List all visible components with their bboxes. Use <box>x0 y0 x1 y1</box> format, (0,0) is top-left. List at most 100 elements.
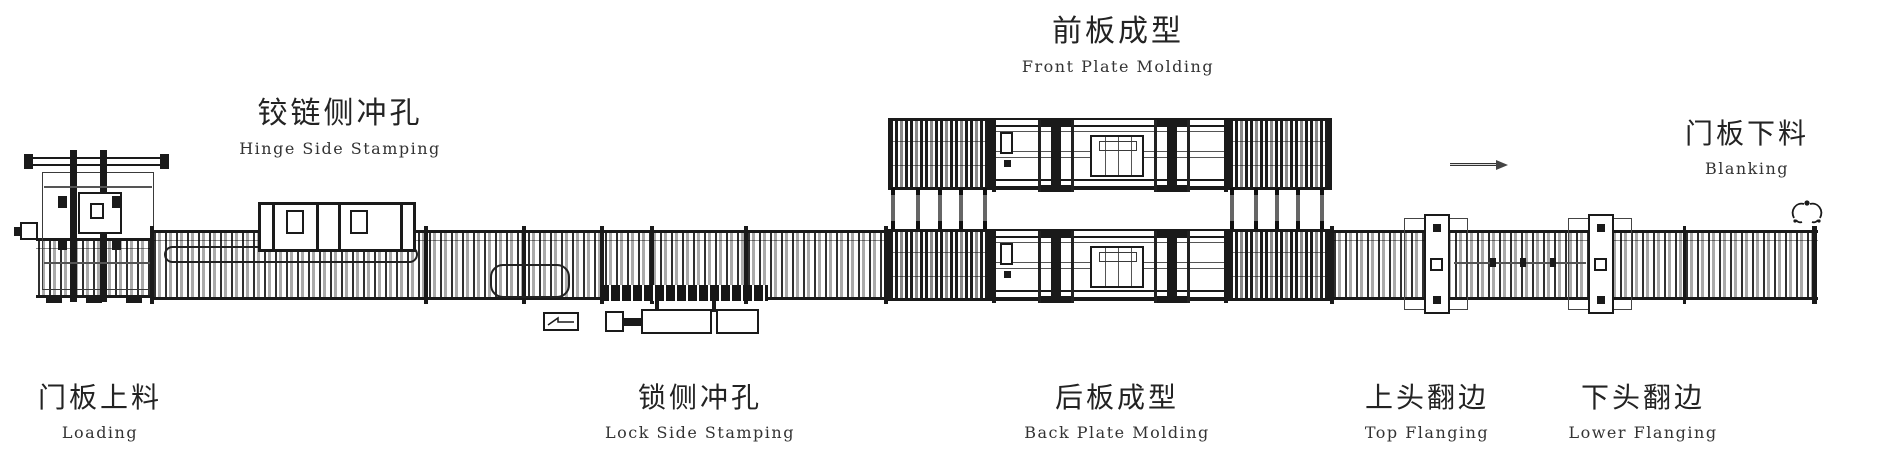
back-plate-molding-en: Back Plate Molding <box>1024 423 1210 442</box>
clamp-pad <box>58 196 67 208</box>
conveyor-post <box>600 226 604 304</box>
label-top-flanging: 上头翻边 Top Flanging <box>1327 376 1527 442</box>
track-tick <box>1550 258 1556 267</box>
die-rib <box>1131 248 1132 286</box>
label-hinge-side-stamping: 铰链侧冲孔 Hinge Side Stamping <box>190 88 490 158</box>
lock-punch-tooling <box>600 285 768 301</box>
transfer-rod <box>916 188 920 229</box>
label-front-plate-molding: 前板成型 Front Plate Molding <box>968 6 1268 76</box>
clamp-symbol-icon <box>1788 198 1826 226</box>
transfer-rod <box>1254 188 1258 229</box>
conveyor-post <box>424 226 428 304</box>
top-flanging-zh: 上头翻边 <box>1364 381 1489 414</box>
clamp-pad <box>112 196 121 208</box>
crossbar-endcap-right <box>160 154 169 169</box>
hinge-machine-mullion <box>316 202 319 252</box>
transfer-rod <box>1320 188 1324 229</box>
arrow-shaft <box>1450 163 1496 166</box>
direction-sign <box>543 312 579 331</box>
front-molding-outfeed-slats <box>1228 118 1332 190</box>
conveyor-post <box>884 226 888 304</box>
die-rib <box>1118 248 1119 286</box>
punch-cylinder <box>716 309 759 334</box>
back-molding-outfeed-slats <box>1228 229 1332 301</box>
body-bracket <box>1000 243 1013 265</box>
back-molding-machine-body <box>992 229 1228 303</box>
body-block <box>1004 271 1011 278</box>
machine-foot <box>46 296 62 303</box>
arrow-head-icon <box>1496 160 1508 170</box>
conveyor-post <box>650 226 654 304</box>
punch-hanger <box>655 300 659 312</box>
conveyor-post <box>1683 226 1686 304</box>
conveyor-end-post <box>1812 226 1817 304</box>
blanking-zh: 门板下料 <box>1684 117 1809 150</box>
top-flanging-station <box>1424 214 1450 314</box>
transfer-rod <box>1275 188 1279 229</box>
body-endcap <box>992 231 996 303</box>
machine-foot <box>86 296 102 303</box>
body-rail <box>992 186 1228 188</box>
die-rib <box>1105 248 1106 286</box>
loading-press-window <box>90 203 104 219</box>
die-rib <box>1131 137 1132 175</box>
body-rail <box>992 297 1228 299</box>
body-rail <box>992 179 1228 181</box>
body-rail <box>992 242 1228 243</box>
body-endcap <box>1224 231 1228 303</box>
direction-sign-arrow-icon <box>547 316 574 326</box>
station-block <box>1433 296 1441 304</box>
loading-motor-shaft <box>14 227 21 236</box>
die-window <box>1090 246 1144 288</box>
punch-cylinder-mount <box>605 311 624 332</box>
machine-foot <box>126 296 142 303</box>
transfer-rod <box>1296 188 1300 229</box>
punch-piston <box>624 318 641 326</box>
press-column <box>1038 231 1074 303</box>
press-stem <box>1167 238 1177 296</box>
body-endcap <box>992 120 996 192</box>
transfer-rod <box>891 188 895 229</box>
hinge-machine-window <box>350 210 368 234</box>
body-bracket <box>1000 132 1013 154</box>
label-lower-flanging: 下头翻边 Lower Flanging <box>1543 376 1743 442</box>
hinge-machine-window <box>286 210 304 234</box>
hinge-side-stamping-en: Hinge Side Stamping <box>239 139 441 158</box>
lower-flanging-en: Lower Flanging <box>1568 423 1718 442</box>
press-stem <box>1051 238 1061 296</box>
transfer-rod <box>1230 188 1234 229</box>
station-window <box>1594 258 1607 271</box>
outfeed-roller-conveyor <box>1332 230 1818 300</box>
lock-side-stamping-en: Lock Side Stamping <box>605 423 795 442</box>
front-molding-machine-body <box>992 118 1228 192</box>
label-loading: 门板上料 Loading <box>0 376 200 442</box>
label-back-plate-molding: 后板成型 Back Plate Molding <box>967 376 1267 442</box>
hinge-machine-mullion <box>272 202 275 252</box>
body-block <box>1004 160 1011 167</box>
loading-motor <box>20 222 38 240</box>
conveyor-post <box>150 226 154 304</box>
conveyor-post <box>744 226 748 304</box>
clamp-pad <box>112 238 121 250</box>
blanking-en: Blanking <box>1704 159 1790 178</box>
loading-column-left <box>70 150 77 302</box>
clamp-pad <box>58 238 67 250</box>
press-column <box>1038 120 1074 192</box>
hinge-side-stamping-zh: 铰链侧冲孔 <box>257 96 423 131</box>
punch-hanger <box>712 300 716 312</box>
press-stem <box>1051 127 1061 185</box>
loading-zh: 门板上料 <box>37 381 162 414</box>
label-lock-side-stamping: 锁侧冲孔 Lock Side Stamping <box>550 376 850 442</box>
track-tick <box>1490 258 1496 267</box>
loading-rail-upper <box>44 186 152 188</box>
front-molding-infeed-slats <box>888 118 992 190</box>
punch-cylinder <box>641 309 712 334</box>
station-block <box>1597 296 1605 304</box>
flow-direction-arrow <box>1450 160 1508 170</box>
station-window <box>1430 258 1443 271</box>
body-rail <box>992 290 1228 292</box>
front-plate-molding-zh: 前板成型 <box>1052 14 1184 49</box>
press-column <box>1154 231 1190 303</box>
lock-side-stamping-zh: 锁侧冲孔 <box>637 381 762 414</box>
hinge-stamping-machine <box>258 202 416 252</box>
